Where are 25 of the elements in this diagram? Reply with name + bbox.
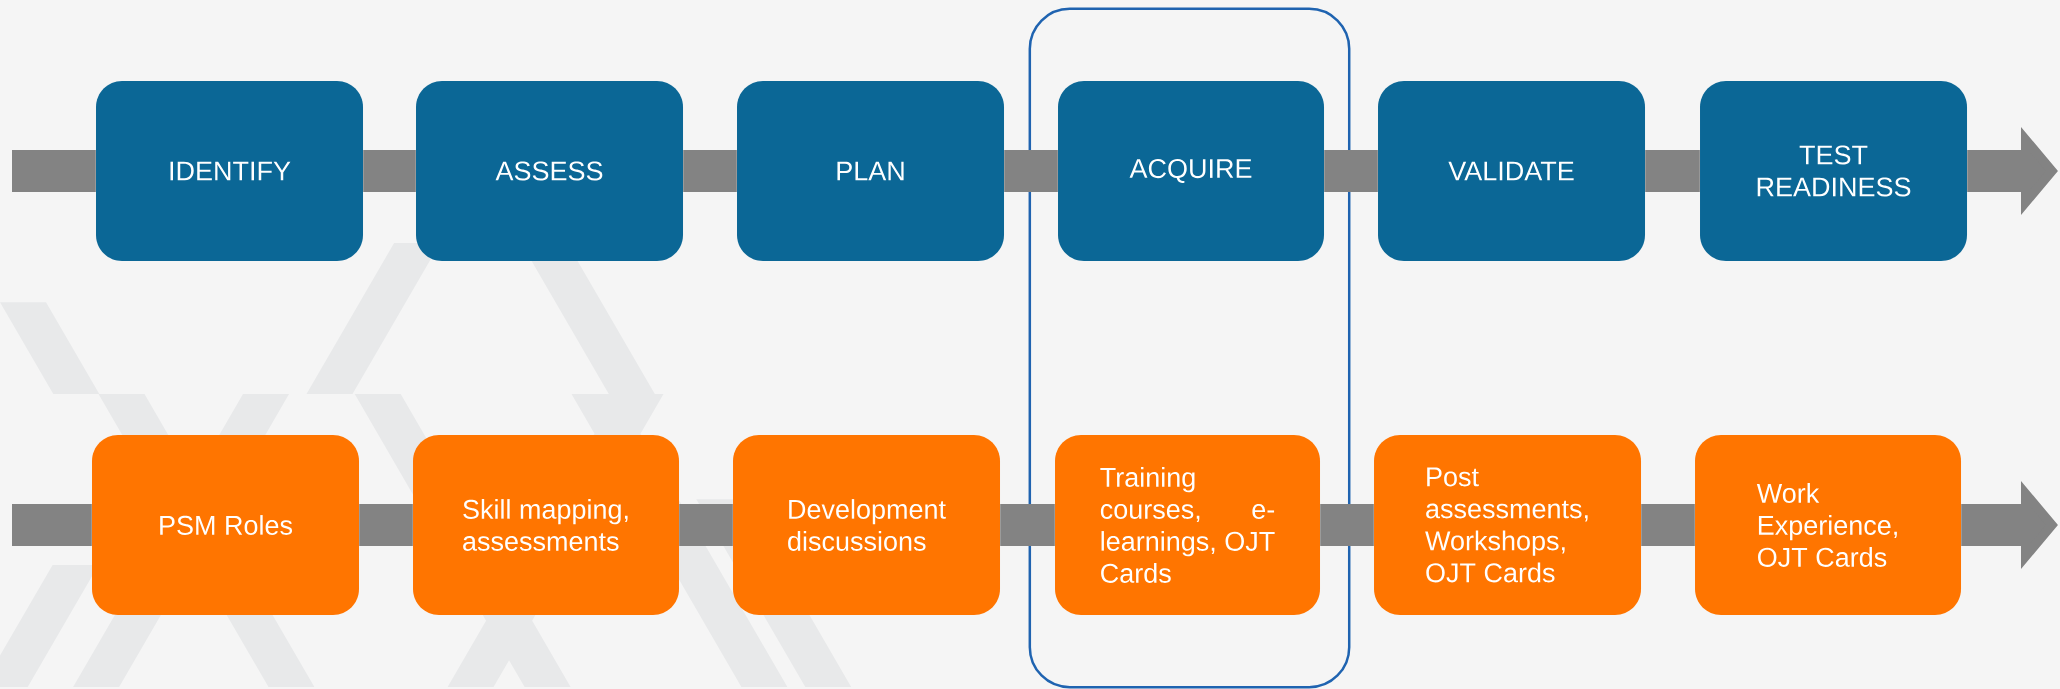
connector-line: [1645, 150, 1700, 192]
connector-line: [359, 504, 413, 546]
process-box: Training courses, e-learnings, OJT Cards: [1055, 435, 1320, 615]
process-box: TEST READINESS: [1700, 81, 1967, 261]
process-box: Work Experience, OJT Cards: [1695, 435, 1961, 615]
connector-line: [679, 504, 733, 546]
connector-line: [363, 150, 416, 192]
process-box: VALIDATE: [1378, 81, 1645, 261]
connector-line: [1000, 504, 1055, 546]
connector-line: [12, 504, 92, 546]
process-box: Skill mapping, assessments: [413, 435, 679, 615]
process-box: ASSESS: [416, 81, 683, 261]
process-box: IDENTIFY: [96, 81, 363, 261]
process-box: Post assessments, Workshops, OJT Cards: [1374, 435, 1641, 615]
connector-line: [1320, 504, 1374, 546]
highlight-frame: [1028, 7, 1351, 689]
connector-line: [683, 150, 737, 192]
connector-line: [1641, 504, 1695, 546]
connector-line: [1324, 150, 1378, 192]
connector-line: [12, 150, 96, 192]
process-box: ACQUIRE: [1058, 81, 1324, 261]
connector-line: [1004, 150, 1058, 192]
process-box: PLAN: [737, 81, 1004, 261]
process-box: PSM Roles: [92, 435, 359, 615]
process-box: Development discussions: [733, 435, 1000, 615]
